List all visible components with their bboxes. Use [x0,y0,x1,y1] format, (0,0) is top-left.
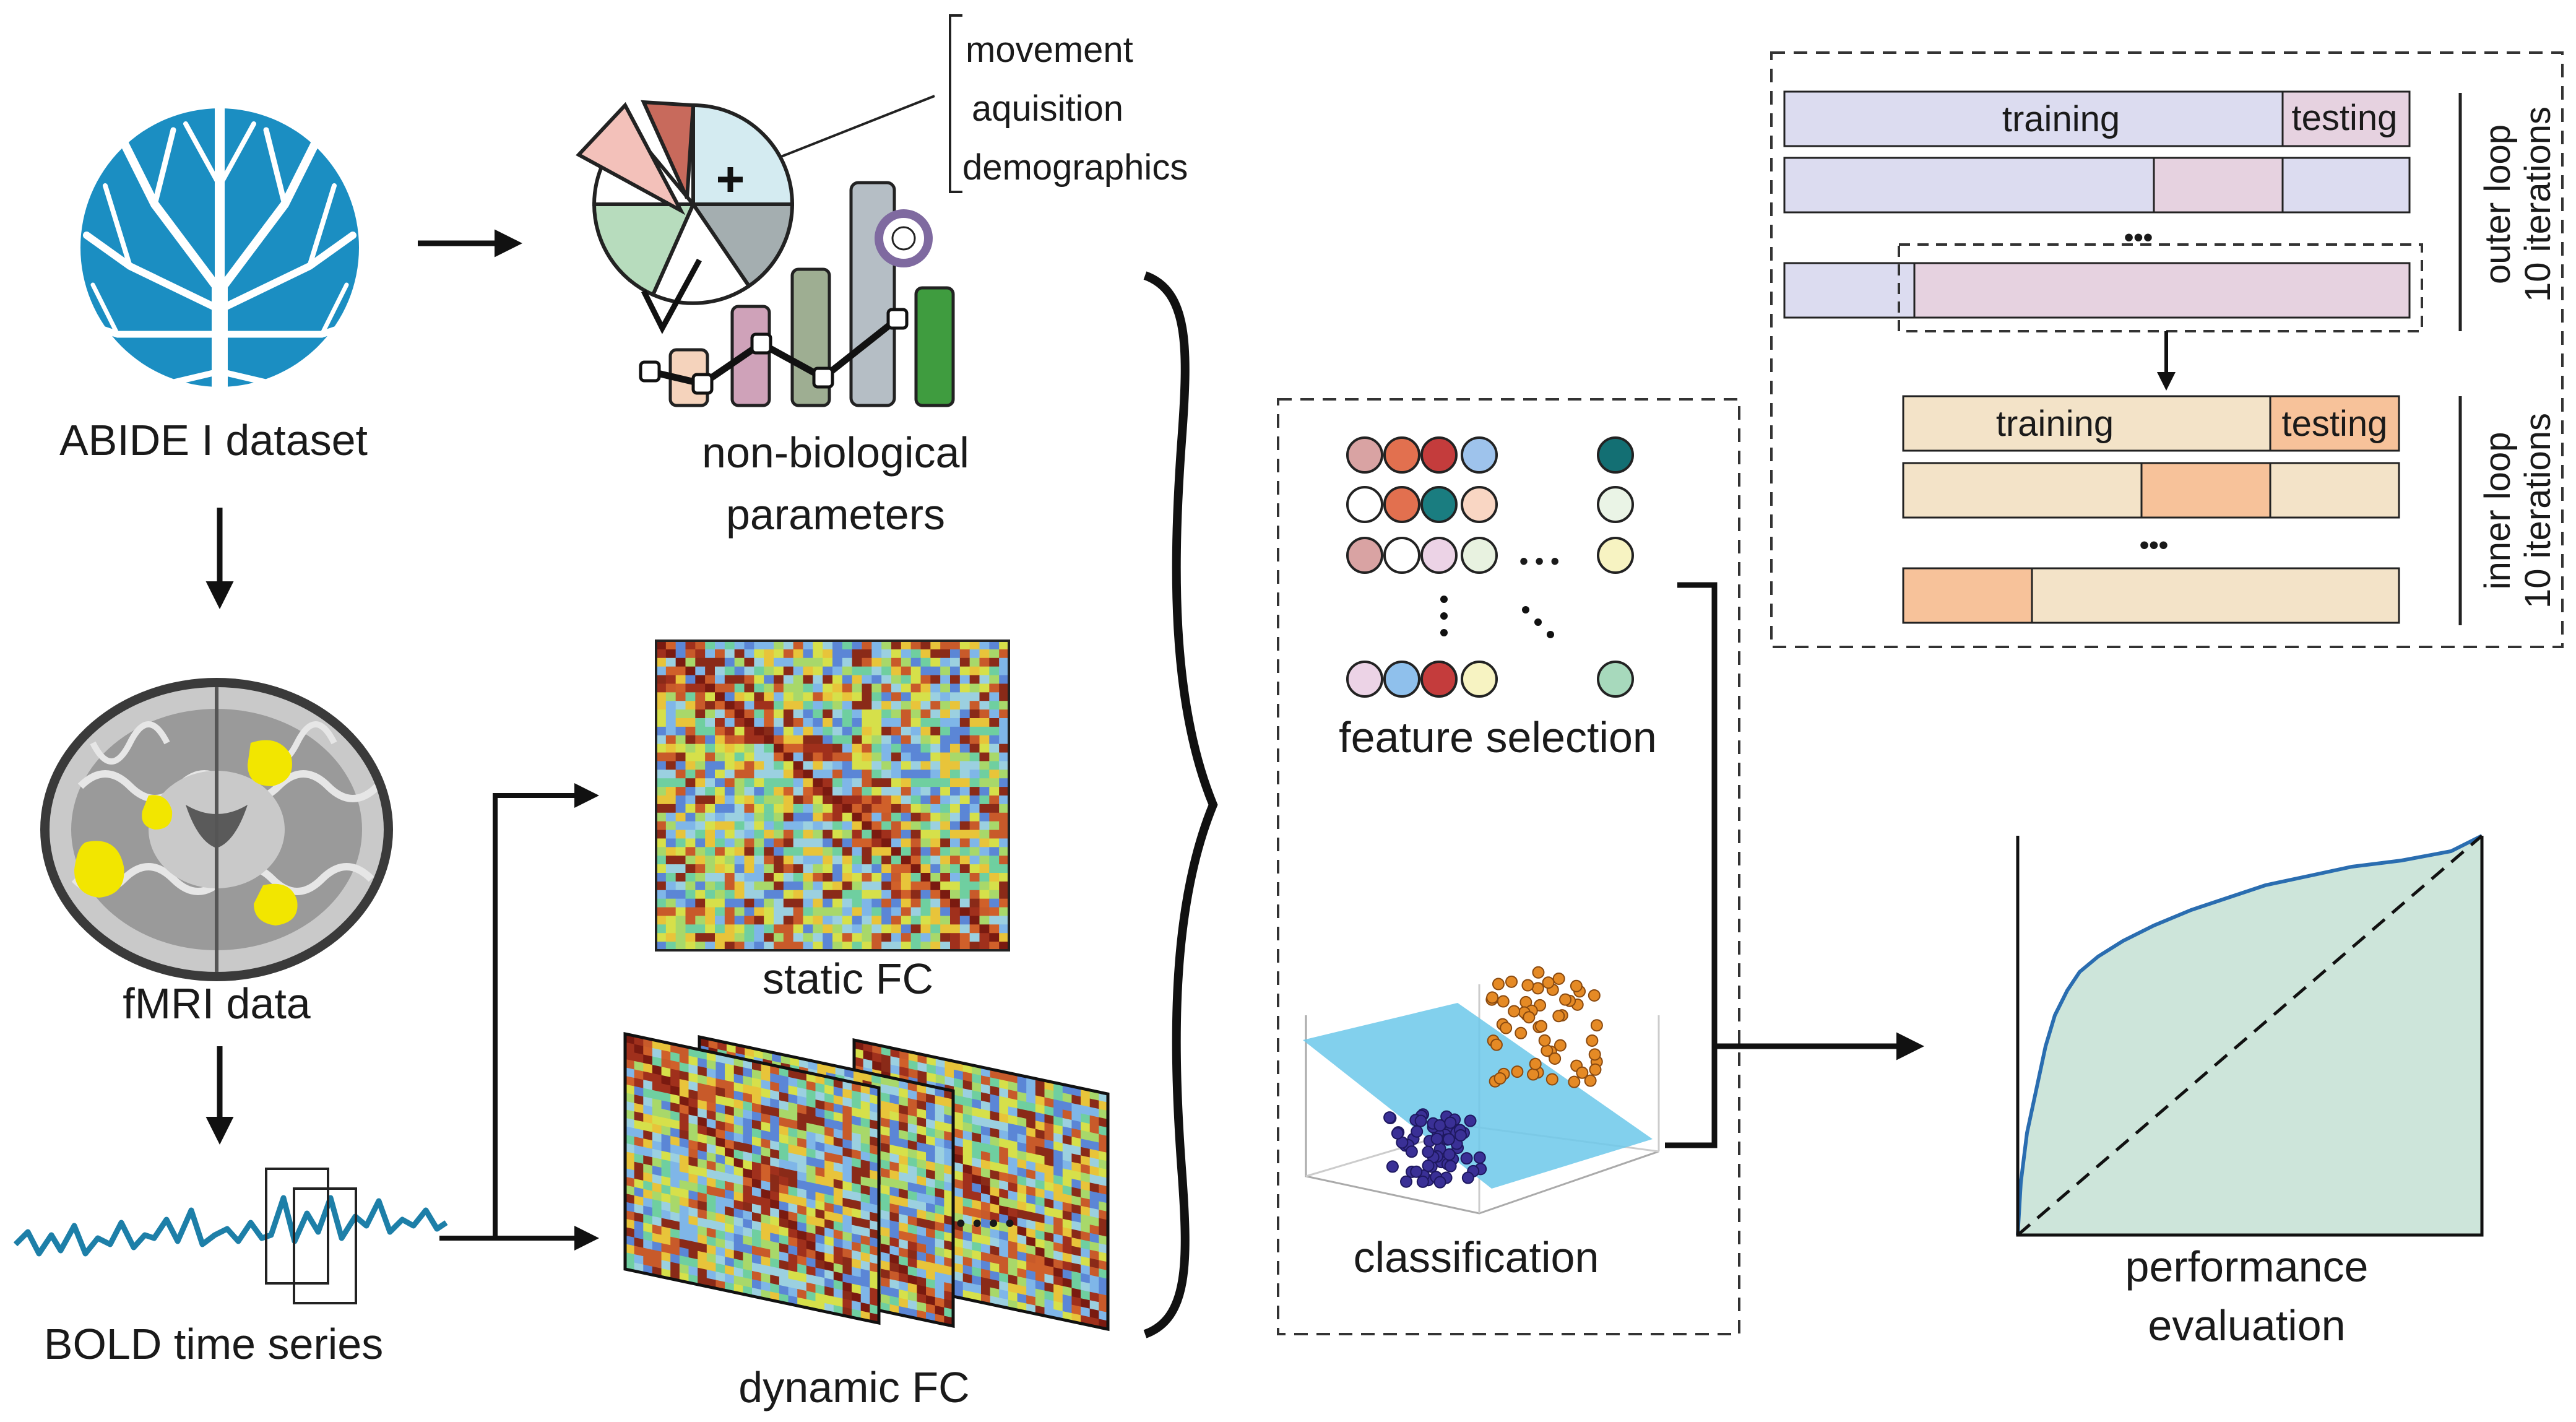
feature-dot-grid [1346,436,1634,698]
inner-testing-label: testing [2282,404,2388,444]
abide-dataset-label: ABIDE I dataset [59,416,368,464]
outer-row3-test [1913,262,2411,319]
feature-dot [1461,436,1498,474]
outer-row1-train [1783,90,2284,147]
merge-curly-brace [1143,271,1218,1338]
outer-row1-test [2281,90,2411,147]
static-fc-matrix [655,639,1010,952]
feature-dot [1346,486,1383,523]
abide-dataset-tree-icon [77,100,363,396]
model-box [1277,398,1740,1335]
outer-loop-label-line2: 10 iterations [2518,106,2558,302]
outer-selected-fold [1898,243,2423,332]
feature-dot [1346,537,1383,574]
bold-to-fc-connector [439,783,599,1251]
feature-dot [1383,436,1420,474]
outer-testing-label: testing [2292,98,2398,138]
outer-loop-label-line1: outer loop [2478,124,2518,284]
feature-dot [1383,537,1420,574]
feature-dot [1597,486,1634,523]
feature-dot [1597,661,1634,698]
roc-curve-plot [2016,834,2484,1237]
feature-dot [1346,436,1383,474]
param-movement: movement [966,30,1133,70]
feature-dot [1346,661,1383,698]
model-output-bracket [1665,582,1718,1148]
inner-training-label: training [1996,404,2114,444]
inner-ellipsis: ••• [2140,530,2168,560]
performance-label-line2: evaluation [2148,1301,2345,1350]
inner-loop-label-line1: inner loop [2478,432,2518,590]
feature-dot [1420,537,1458,574]
outer-ellipsis: ••• [2124,222,2153,253]
outer-row2-train [1783,157,2411,214]
static-fc-label: static FC [763,955,933,1003]
bold-time-series-label: BOLD time series [44,1320,383,1368]
cross-validation-box [1770,51,2564,648]
inner-row1-test [2269,395,2400,452]
dynamic-fc-ellipsis: • • • • [956,1208,1014,1238]
outer-row3-train [1783,262,1916,319]
fmri-data-label: fMRI data [123,979,311,1028]
inner-row1-train [1902,395,2271,452]
classification-3d-plot [1303,966,1660,1215]
feature-dot [1383,661,1420,698]
feature-dot [1420,436,1458,474]
nonbio-label-line2: parameters [726,490,945,539]
feature-dot [1461,486,1498,523]
outer-row2-test [2153,157,2284,214]
inner-row3-test [1902,567,2033,624]
feature-ellipsis-horizontal: • • • [1519,548,1559,575]
classification-label: classification [1354,1233,1599,1281]
inner-loop-label-line2: 10 iterations [2518,413,2558,609]
performance-label-line1: performance [2125,1242,2369,1291]
feature-selection-label: feature selection [1339,713,1657,761]
feature-dot [1420,661,1458,698]
nonbio-bar-icon [639,181,955,407]
feature-dot [1461,537,1498,574]
nonbio-params-bracket [949,14,962,193]
dynamic-fc-frame [623,1031,881,1325]
feature-ellipsis-marks [1440,596,1554,638]
nonbio-pie-chart-icon [576,95,935,305]
dynamic-fc-label: dynamic FC [738,1363,969,1411]
param-aquisition: aquisition [972,89,1123,129]
inner-row2-test [2140,462,2271,519]
feature-dot [1461,661,1498,698]
dynamic-fc-matrices [623,1031,1110,1332]
outer-training-label: training [2002,99,2120,139]
bold-time-series-plot [13,1168,448,1304]
nonbio-label-line1: non-biological [702,428,969,477]
inner-row3-train [2031,567,2400,624]
feature-dot [1420,486,1458,523]
feature-dot [1597,436,1634,474]
feature-dot [1383,486,1420,523]
feature-dot [1597,537,1634,574]
param-demographics: demographics [962,147,1188,188]
fmri-brain-slice [40,678,393,981]
